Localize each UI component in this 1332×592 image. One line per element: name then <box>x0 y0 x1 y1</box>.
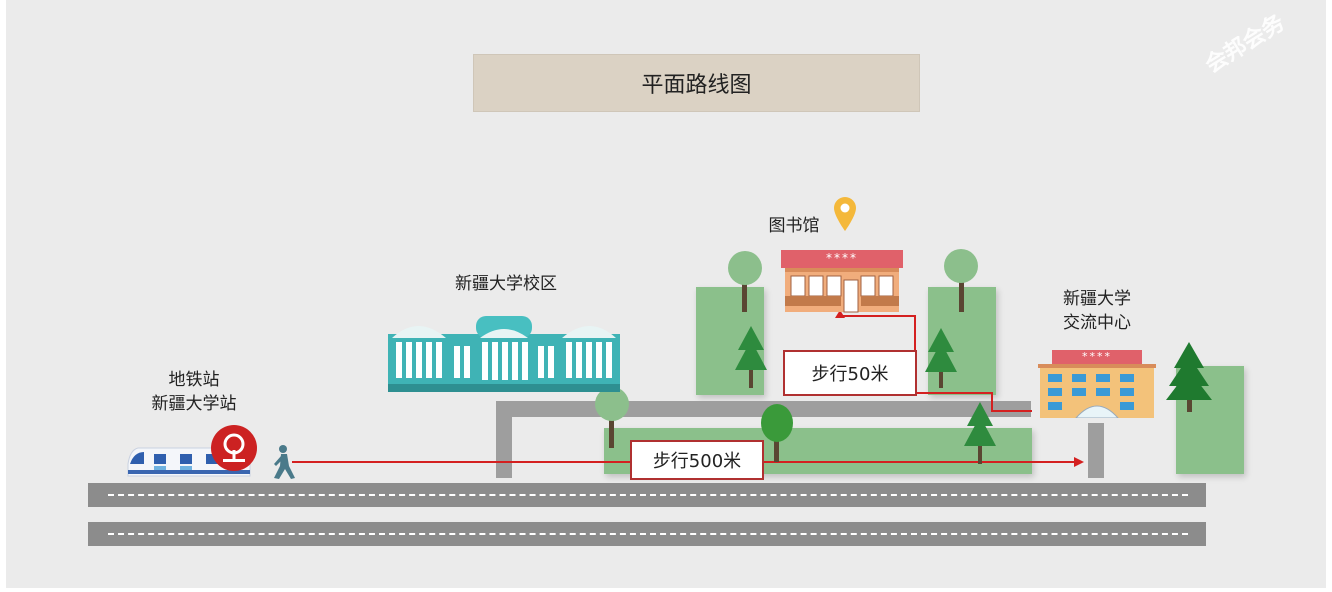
walk-label-500: 步行500米 <box>630 440 764 480</box>
library-building-icon <box>781 250 903 313</box>
location-pin-icon <box>834 197 856 231</box>
road-upper <box>88 483 1206 507</box>
center-label-line2: 交流中心 <box>1063 313 1131 333</box>
round-tree-icon <box>761 404 793 462</box>
walkway <box>496 401 1031 417</box>
road-lower <box>88 522 1206 546</box>
walk-label-50: 步行50米 <box>783 350 917 396</box>
exchange-center-sign: **** <box>1082 350 1112 363</box>
metro-station-label: 地铁站 新疆大学站 <box>124 368 264 416</box>
walkway-post <box>496 401 512 478</box>
round-tree-icon <box>944 249 978 312</box>
lane-dash <box>108 494 1188 496</box>
metro-logo-icon <box>211 425 257 471</box>
exchange-center-building-icon <box>1038 350 1156 418</box>
pine-tree-icon <box>925 328 957 388</box>
campus-building-icon <box>388 316 620 392</box>
round-tree-icon <box>728 251 762 312</box>
route-map: 平面路线图 会邦会务 步行500米 步行50米 <box>6 0 1326 588</box>
center-label-line1: 新疆大学 <box>1063 289 1131 309</box>
library-label: 图书馆 <box>768 216 820 236</box>
library-sign: **** <box>826 251 858 265</box>
round-tree-icon <box>595 387 629 448</box>
route-arrow-up <box>835 310 845 318</box>
metro-label-line2: 新疆大学站 <box>151 394 237 414</box>
route-arrow-right <box>1074 457 1084 467</box>
pine-tree-icon <box>1166 342 1212 412</box>
pine-tree-icon <box>735 326 767 388</box>
pine-tree-icon <box>964 402 996 464</box>
exchange-center-label: 新疆大学 交流中心 <box>1038 287 1156 335</box>
trees <box>595 249 1212 464</box>
page-title: 平面路线图 <box>473 54 920 112</box>
campus-label: 新疆大学校区 <box>455 274 557 294</box>
pedestrian-icon <box>274 445 295 479</box>
lane-dash <box>108 533 1188 535</box>
walkway-post <box>1088 423 1104 478</box>
metro-label-line1: 地铁站 <box>168 370 220 390</box>
